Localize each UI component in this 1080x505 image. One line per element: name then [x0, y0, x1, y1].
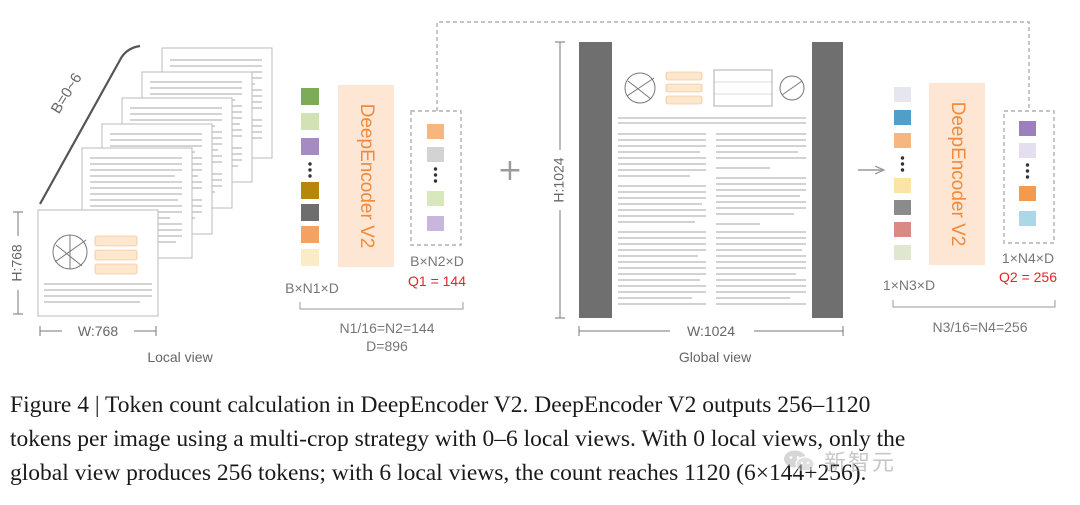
local-tokens-label: B×N1×D	[285, 280, 339, 296]
local-compressed-label: B×N2×D	[410, 253, 464, 269]
local-calc-line1: N1/16=N2=144	[340, 320, 435, 336]
global-width-label: W:1024	[687, 323, 735, 339]
caption-line: Figure 4 | Token count calculation in De…	[10, 392, 871, 418]
global-calc-bracket	[892, 300, 1056, 308]
b-range-brace	[39, 44, 141, 205]
global-encoder-block	[929, 83, 985, 265]
caption-line: tokens per image using a multi-crop stra…	[10, 426, 906, 452]
local-encoder-label: DeepEncoder V2	[356, 104, 377, 249]
local-query-box	[410, 110, 462, 246]
local-pages-stack	[37, 47, 273, 317]
local-query-label: Q1 = 144	[408, 273, 466, 289]
global-calc-line: N3/16=N4=256	[933, 319, 1028, 335]
b-range-label: B=0~6	[48, 70, 86, 117]
watermark: 新智元	[782, 441, 1012, 481]
token-count-diagram: B=0~6	[9, 21, 1057, 365]
local-page-front	[37, 209, 159, 317]
local-view-label: Local view	[147, 349, 213, 365]
caption-line: global view produces 256 tokens; with 6 …	[10, 460, 867, 486]
local-width-label: W:768	[78, 323, 118, 339]
plus-symbol: +	[497, 153, 522, 188]
global-encoder-label: DeepEncoder V2	[947, 102, 968, 247]
global-tokens-label: 1×N3×D	[883, 277, 935, 293]
global-query-label: Q2 = 256	[999, 269, 1057, 285]
global-view-label: Global view	[679, 349, 752, 365]
wechat-logo-icon	[784, 450, 815, 472]
global-query-tokens	[1019, 121, 1036, 226]
local-calc-line2: D=896	[366, 338, 408, 354]
global-query-box	[1003, 110, 1055, 244]
figure-caption: Figure 4 | Token count calculation in De…	[10, 388, 1072, 490]
local-calc-bracket	[299, 302, 464, 310]
global-height-label: H:1024	[551, 157, 567, 202]
local-query-tokens	[427, 124, 444, 231]
connector-dashed-line	[436, 21, 1030, 111]
local-token-column	[301, 88, 319, 266]
global-compressed-label: 1×N4×D	[1002, 250, 1054, 266]
global-page	[579, 42, 843, 318]
local-height-label: H:768	[9, 244, 25, 282]
local-encoder-block	[338, 85, 394, 267]
global-token-column	[894, 87, 911, 260]
watermark-text: 新智元	[824, 451, 897, 476]
